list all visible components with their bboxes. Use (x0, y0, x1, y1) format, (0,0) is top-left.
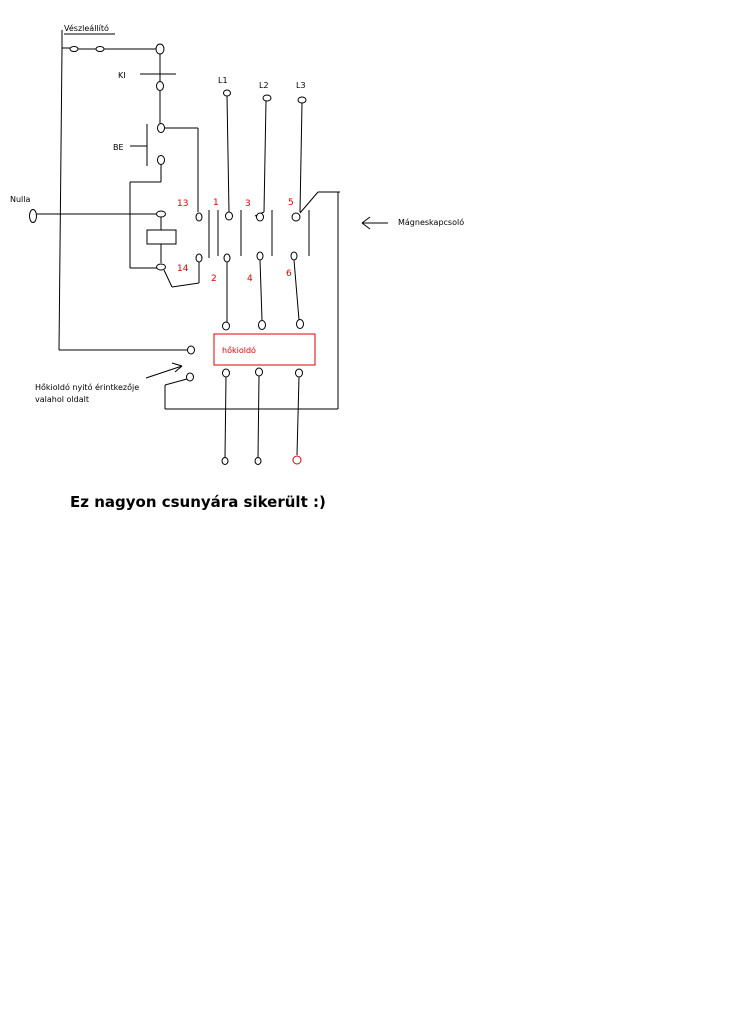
contactor-label: Mágneskapcsoló (398, 217, 464, 227)
terminal-13: 13 (177, 199, 188, 209)
overload-contact-note-line1: Hőkioldó nyitó érintkezője (35, 382, 139, 392)
overload-relay-box (213, 333, 316, 366)
caption: Ez nagyon csunyára sikerült :) (70, 493, 326, 511)
terminal-3: 3 (245, 199, 251, 209)
stop-label: KI (118, 71, 126, 80)
l1-label: L1 (218, 76, 228, 85)
overload-contact-note-line2: valahol oldalt (35, 395, 89, 404)
overload-relay-label: hőkioldó (222, 345, 256, 355)
emergency-stop-label: Vészleállító (64, 23, 109, 33)
coil (29, 209, 177, 271)
phase-l1 (217, 89, 233, 465)
start-label: BE (113, 143, 124, 152)
terminal-14: 14 (177, 264, 189, 274)
auxiliary-contact (163, 210, 210, 288)
terminal-5: 5 (288, 198, 294, 208)
terminal-6: 6 (286, 269, 292, 279)
l2-label: L2 (259, 81, 269, 90)
overload-nc-contact (58, 47, 339, 410)
terminal-1: 1 (213, 198, 219, 208)
stop-button (140, 73, 176, 124)
neutral-label: Nulla (10, 195, 31, 204)
l3-label: L3 (296, 81, 306, 90)
emergency-stop-switch (61, 30, 165, 74)
overload-contact-arrow (145, 362, 183, 379)
phase-l2 (240, 94, 273, 465)
terminal-2: 2 (211, 274, 217, 284)
terminal-4: 4 (247, 274, 253, 284)
phase-l3 (290, 96, 340, 465)
contactor-arrow (361, 216, 388, 230)
start-button (129, 123, 199, 268)
